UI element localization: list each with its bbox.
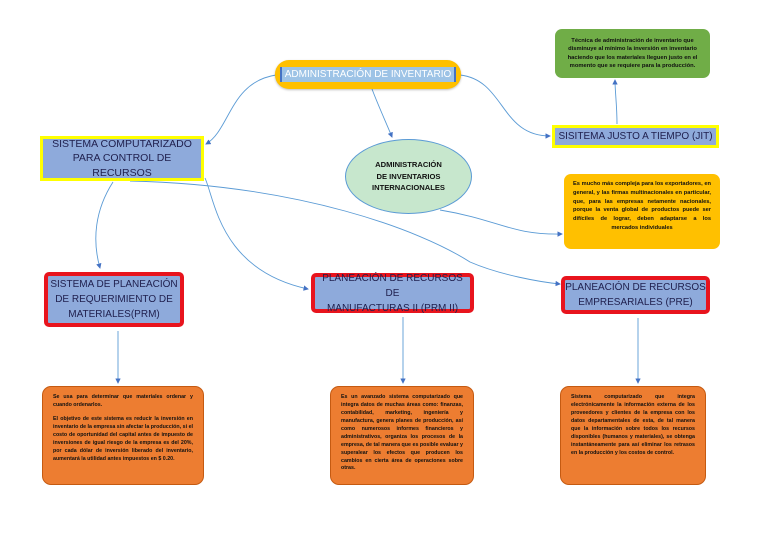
prm-line3: MATERIALES(PRM) [68,309,160,320]
connector-inventarios-to-note [439,209,563,237]
pre-description-text: Sistema computarizado que integra electr… [571,394,695,456]
prm-box: SISTEMA DE PLANEACIÓN DE REQUERIMIENTO D… [44,272,184,327]
connector-title-to-jit [459,74,551,139]
inventarios-internacionales-ellipse: ADMINISTRACIÓN DE INVENTARIOS INTERNACIO… [345,139,472,214]
jit-box: SISITEMA JUSTO A TIEMPO (JIT) [552,125,719,148]
sistema-computarizado-line2: PARA CONTROL DE RECURSOS [72,152,172,179]
prm-line2: DE REQUERIMIENTO DE [55,294,173,305]
inventarios-line3: INTERNACIONALES [372,183,445,193]
prm2-line1: PLANEACIÓN DE RECURSOS DE [322,272,463,299]
connector-jit-to-note [612,79,618,125]
inventarios-line1: ADMINISTRACIÓN [375,159,442,169]
pre-box: PLANEACIÓN DE RECURSOS EMPRESARIALES (PR… [561,276,710,314]
prm2-line2: MANUFACTURAS II (PRM II) [326,302,459,314]
connector-sistema-to-pre [129,180,561,287]
prm-line1: SISTEMA DE PLANEACIÓN [50,279,178,290]
pre-line1: PLANEACIÓN DE RECURSOS [565,282,706,293]
jit-label: SISITEMA JUSTO A TIEMPO (JIT) [558,130,713,142]
prm-description-p1: Se usa para determinar que materiales or… [53,394,193,408]
internacional-description-text: Es mucho más compleja para los exportado… [573,181,711,232]
jit-description-note: Técnica de administración de inventario … [555,29,710,78]
prm2-box: PLANEACIÓN DE RECURSOS DE MANUFACTURAS I… [311,272,474,314]
prm2-description-note: Es un avanzado sistema computarizado que… [330,386,474,485]
main-title: ADMINISTRACIÓN DE INVENTARIO [279,67,457,82]
prm-description-p2: El objetivo de este sistema es reducir l… [53,415,193,462]
prm-description-note: Se usa para determinar que materiales or… [42,386,204,485]
connector-sistema-to-prm [95,181,114,269]
main-title-box: ADMINISTRACIÓN DE INVENTARIO [275,60,461,89]
inventarios-line2: DE INVENTARIOS [376,171,441,181]
jit-description-text: Técnica de administración de inventario … [567,37,698,69]
connector-title-to-inventarios [371,88,393,138]
sistema-computarizado-box: SISTEMA COMPUTARIZADO PARA CONTROL DE RE… [40,136,204,181]
prm2-description-text: Es un avanzado sistema computarizado que… [341,394,463,472]
connector-sistema-to-prm2 [204,177,309,291]
pre-description-note: Sistema computarizado que integra electr… [560,386,706,485]
internacional-description-note: Es mucho más compleja para los exportado… [564,174,720,249]
sistema-computarizado-line1: SISTEMA COMPUTARIZADO [52,138,192,151]
connector-title-to-sistema [205,74,277,145]
pre-line2: EMPRESARIALES (PRE) [578,297,693,308]
